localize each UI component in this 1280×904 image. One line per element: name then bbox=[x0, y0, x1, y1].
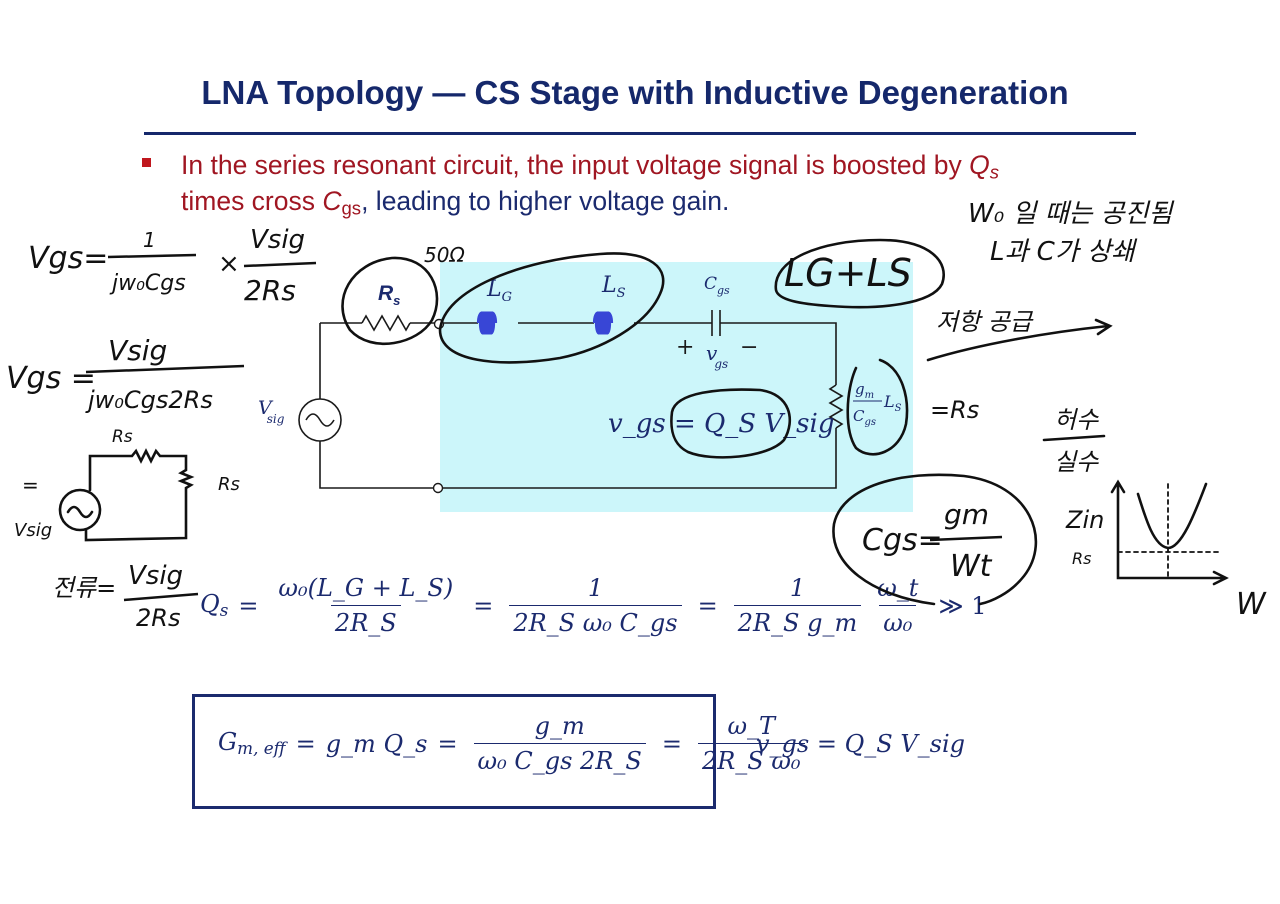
hw-circle-load bbox=[846, 358, 909, 456]
plus-sign: + bbox=[676, 335, 694, 360]
hw-rs-right: Rs bbox=[218, 474, 240, 495]
hw-eq2-lhs: Vgs = bbox=[6, 361, 96, 396]
hw-cgs-eq: Cgs= bbox=[862, 523, 943, 558]
hw-eq1-den: jw₀Cgs bbox=[109, 271, 186, 296]
bullet-line-1: In the series resonant circuit, the inpu… bbox=[181, 147, 999, 191]
lg-label: LG bbox=[486, 277, 512, 305]
hw-circle-lg-plus-ls bbox=[774, 238, 945, 309]
load-impedance-label: gm Cgs LS bbox=[853, 380, 902, 428]
hw-current-num: Vsig bbox=[128, 561, 183, 591]
resistor-rs bbox=[361, 314, 411, 332]
hw-resonance-note-1: W₀ 일 때는 공진됨 bbox=[968, 199, 1175, 229]
svg-text:Cgs: Cgs bbox=[853, 407, 876, 428]
center-vgs-equation: v_gs = Q_S V_sig bbox=[608, 409, 834, 439]
hw-underline bbox=[1042, 434, 1106, 442]
ac-source-icon bbox=[298, 398, 342, 442]
hw-real-part: 실수 bbox=[1054, 448, 1099, 476]
hw-eq2-num: Vsig bbox=[108, 334, 167, 367]
gm-lhs: Gm, eff bbox=[218, 728, 286, 759]
hw-cgs-num: gm bbox=[944, 498, 989, 531]
hw-zin: Zin bbox=[1065, 506, 1104, 534]
hw-rs-top: Rs bbox=[112, 427, 133, 447]
vsig-label: Vsig bbox=[258, 397, 285, 426]
svg-text:gm: gm bbox=[855, 380, 874, 401]
hw-lg-ls: LG+LS bbox=[784, 251, 912, 295]
bullet-text: , leading to higher voltage gain. bbox=[361, 186, 730, 216]
rs-label: Rs bbox=[378, 282, 400, 308]
gm-equation-box bbox=[192, 694, 716, 809]
title-divider bbox=[144, 132, 1136, 135]
hw-current: 전류= bbox=[52, 574, 116, 602]
gm-mid: g_m Q_s bbox=[325, 729, 428, 758]
svg-text:LS: LS bbox=[883, 392, 902, 414]
bullet-var: Q bbox=[969, 150, 990, 180]
hw-current-den: 2Rs bbox=[136, 604, 180, 632]
hw-equals-rs: =Rs bbox=[930, 396, 979, 424]
circuit-wires bbox=[298, 310, 844, 489]
hw-eq1-num2: Vsig bbox=[250, 225, 305, 255]
bullet-line-2: times cross Cgs, leading to higher volta… bbox=[181, 183, 729, 227]
hw-eq-sign: = bbox=[22, 473, 39, 497]
inductor-ls bbox=[592, 311, 614, 335]
resistor-load bbox=[828, 384, 844, 429]
hw-circle-cgs bbox=[832, 473, 1038, 606]
hw-resonance-note-2: L과 C가 상쇄 bbox=[990, 237, 1138, 267]
vgs-equation-right: v_gs = Q_S V_sig bbox=[756, 730, 966, 758]
hw-eq1-times: × bbox=[218, 249, 240, 279]
hw-imag-part: 허수 bbox=[1054, 406, 1099, 434]
bullet-sub: s bbox=[989, 161, 999, 183]
hw-eq1-lhs: Vgs= bbox=[28, 241, 108, 276]
hw-eq1-den2: 2Rs bbox=[244, 274, 296, 307]
ls-label: LS bbox=[601, 273, 626, 301]
hw-rs-axis: Rs bbox=[1072, 549, 1091, 568]
hw-real-part-note: 저항 공급 bbox=[936, 308, 1034, 336]
hw-circle-lg-ls bbox=[438, 252, 665, 364]
bullet-text: In the series resonant circuit, the inpu… bbox=[181, 150, 970, 180]
bullet-sub: gs bbox=[341, 197, 362, 219]
minus-sign: − bbox=[740, 335, 758, 360]
hw-source-icon bbox=[58, 488, 102, 532]
hw-fifty-ohm: 50Ω bbox=[424, 243, 465, 267]
qs-tail: ≫ 1 bbox=[938, 591, 987, 620]
bullet-square-icon bbox=[142, 158, 151, 167]
bullet-text: times cross bbox=[181, 186, 323, 216]
hw-small-circuit bbox=[84, 448, 195, 542]
inductor-lg bbox=[476, 311, 498, 335]
hw-zin-curve bbox=[1136, 482, 1208, 550]
hw-eq1-num: 1 bbox=[143, 228, 156, 252]
hw-vsig: Vsig bbox=[14, 520, 52, 541]
qs-lhs: Qs bbox=[200, 590, 229, 621]
hw-omega: W bbox=[1236, 587, 1267, 622]
hw-arrow bbox=[926, 318, 1113, 362]
hw-circle-qs bbox=[670, 388, 792, 459]
hw-plot-axes bbox=[1110, 479, 1229, 586]
terminal-node bbox=[432, 482, 444, 494]
qs-fraction-1: ω₀(L_G + L_S)2R_S bbox=[278, 574, 454, 637]
bullet-var: C bbox=[322, 186, 342, 216]
hw-eq2-den: jw₀Cgs2Rs bbox=[85, 386, 213, 414]
cgs-label: Cgs bbox=[704, 274, 730, 297]
vgs-label: vgs bbox=[706, 341, 728, 371]
hw-circle-rs bbox=[341, 256, 439, 345]
slide-title: LNA Topology — CS Stage with Inductive D… bbox=[201, 74, 1069, 111]
hw-cgs-den: Wt bbox=[950, 549, 993, 584]
